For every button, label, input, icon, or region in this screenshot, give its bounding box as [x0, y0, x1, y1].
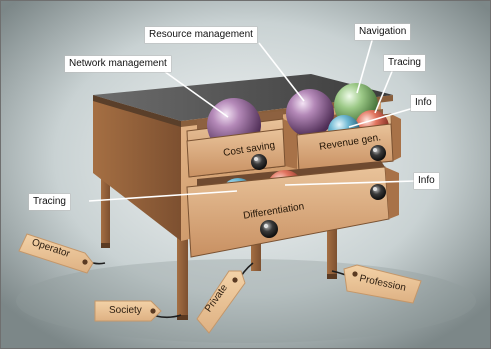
callout-lines — [88, 36, 418, 202]
callout-network-management: Network management — [65, 56, 171, 72]
callout-info-top: Info — [411, 95, 436, 111]
callout-tracing-top: Tracing — [384, 55, 425, 71]
tag-private — [196, 270, 246, 334]
drawer-revenue-gen-front — [296, 123, 394, 172]
tag-label-society: Society — [109, 305, 142, 316]
tag-profession — [343, 264, 422, 304]
callout-resource-management: Resource management — [145, 27, 257, 43]
callout-tracing-left: Tracing — [29, 194, 70, 210]
cabinet-legs — [101, 169, 337, 320]
callout-info-right: Info — [414, 173, 439, 189]
tag-operator — [18, 233, 94, 274]
tag-society — [94, 300, 162, 322]
callout-navigation: Navigation — [355, 24, 411, 40]
drawer-knobs — [251, 145, 386, 238]
drawer-differentiation — [186, 161, 399, 258]
